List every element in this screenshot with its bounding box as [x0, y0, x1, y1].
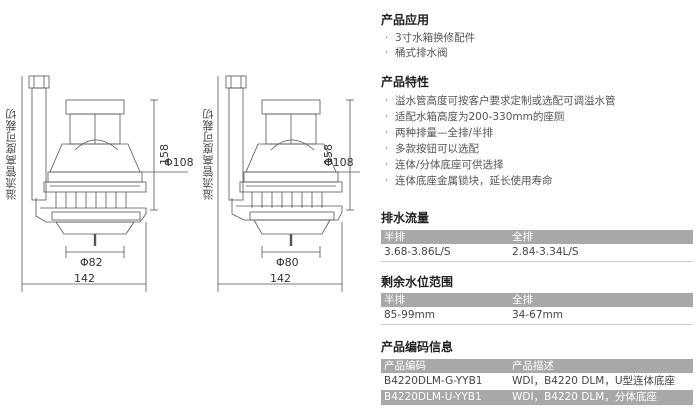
codes-title: 产品编码信息: [381, 340, 454, 354]
residual-value-half: 85-99mm: [384, 309, 435, 321]
diameter-dim-left: Φ108: [164, 156, 194, 169]
valve-drawing-right: [217, 75, 360, 292]
feature-item: ·连体/分体底座可供选择: [385, 159, 504, 171]
residual-header-half: 半排: [384, 294, 405, 306]
overflow-cut-label-right: 溢流管高度可裁切: [202, 108, 215, 200]
application-item: ·桶式排水阀: [385, 47, 448, 59]
residual-header-full: 全排: [512, 294, 533, 306]
codes-table-row: B4220DLM-U-YYB1 WDI，B4220 DLM，分体底座: [381, 390, 693, 405]
codes-header-code: 产品编码: [384, 360, 426, 372]
bottom-dia-right: Φ80: [276, 256, 299, 269]
flow-title: 排水流量: [381, 211, 430, 225]
overflow-cut-label-left: 溢流管高度可裁切: [5, 108, 18, 200]
codes-table-header: 产品编码 产品描述: [381, 359, 693, 373]
residual-title: 剩余水位范围: [381, 275, 454, 289]
specifications: 产品应用 ·3寸水箱换修配件 ·桶式排水阀 产品特性 ·溢水管高度可按客户要求定…: [381, 0, 693, 418]
flow-table-header: 半排 全排: [381, 230, 693, 244]
flow-table-row: 3.68-3.86L/S 2.84-3.34L/S: [381, 245, 693, 260]
valve-drawing-left: [21, 75, 188, 292]
width-dim-left: 142: [74, 272, 95, 285]
product-code: B4220DLM-G-YYB1: [384, 375, 483, 387]
feature-item: ·连体底座金属锁块，延长使用寿命: [385, 175, 553, 187]
residual-table-header: 半排 全排: [381, 293, 693, 307]
flow-header-full: 全排: [512, 231, 533, 243]
application-title: 产品应用: [381, 13, 430, 27]
bottom-dia-left: Φ82: [80, 256, 103, 269]
product-description: WDI，B4220 DLM，分体底座: [512, 391, 657, 403]
feature-item: ·溢水管高度可按客户要求定制或选配可调溢水管: [385, 95, 616, 107]
residual-table-row: 85-99mm 34-67mm: [381, 308, 693, 323]
drawing-lines: [21, 75, 360, 292]
divider: [381, 324, 693, 325]
divider: [381, 261, 693, 262]
flow-header-half: 半排: [384, 231, 405, 243]
codes-header-desc: 产品描述: [512, 360, 554, 372]
flow-value-full: 2.84-3.34L/S: [512, 246, 579, 258]
technical-drawings: 溢流管高度可裁切 158 Φ108 Φ82 142 溢流管高度可裁切 158 Φ…: [5, 75, 360, 292]
feature-item: ·多款按钮可以选配: [385, 143, 479, 155]
feature-item: ·两种排量—全排/半排: [385, 127, 494, 139]
codes-table-row: B4220DLM-G-YYB1 WDI，B4220 DLM，U型连体底座: [381, 374, 693, 389]
width-dim-right: 142: [270, 272, 291, 285]
diameter-dim-right: Φ108: [324, 156, 354, 169]
features-title: 产品特性: [381, 75, 430, 89]
feature-item: ·适配水箱高度为200-330mm的座厕: [385, 111, 565, 123]
product-code: B4220DLM-U-YYB1: [384, 391, 482, 403]
application-item: ·3寸水箱换修配件: [385, 32, 476, 44]
residual-value-full: 34-67mm: [512, 309, 563, 321]
product-description: WDI，B4220 DLM，U型连体底座: [512, 375, 676, 387]
flow-value-half: 3.68-3.86L/S: [384, 246, 451, 258]
